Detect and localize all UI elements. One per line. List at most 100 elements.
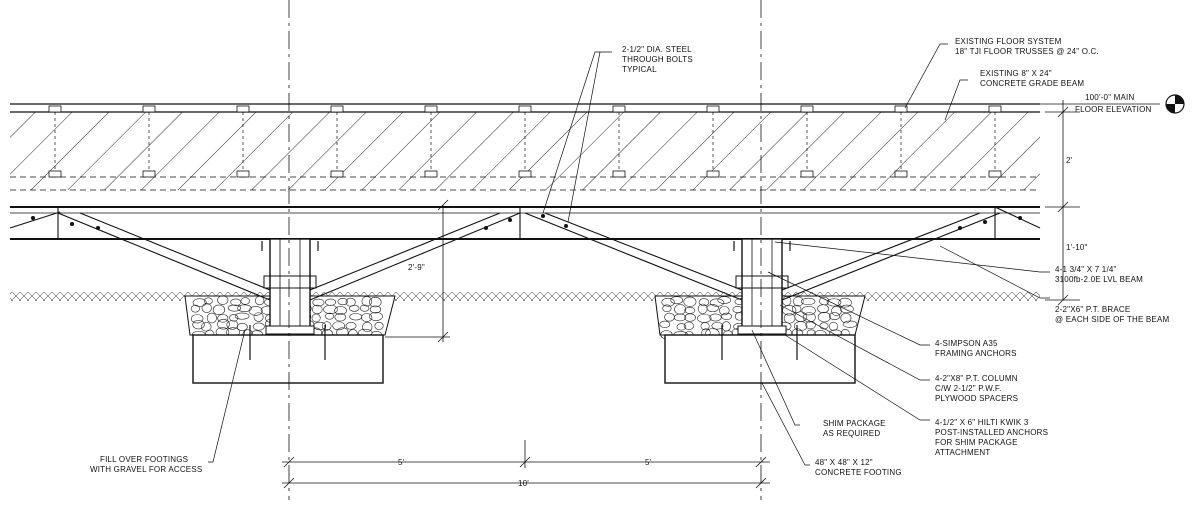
gravel-stone — [683, 321, 695, 330]
floor-truss-ties — [48, 105, 1002, 178]
gravel-stone — [248, 305, 263, 316]
svg-text:4-1/2" X 6" HILTI KWIK 3: 4-1/2" X 6" HILTI KWIK 3 — [935, 418, 1029, 427]
gravel-stone — [721, 312, 732, 320]
gravel-stone — [661, 297, 675, 307]
truss-tie-icon — [330, 105, 344, 178]
soil — [10, 292, 1040, 301]
gravel-stone — [192, 298, 207, 307]
bolts — [31, 214, 1022, 230]
gravel-stone — [337, 297, 348, 306]
svg-text:FRAMING ANCHORS: FRAMING ANCHORS — [935, 349, 1017, 358]
dim-bottom — [282, 440, 770, 489]
elevation-marker-icon — [1040, 94, 1185, 114]
note-brace: 2-2"X6" P.T. BRACE @ EACH SIDE OF THE BE… — [1055, 305, 1169, 324]
gravel-stone — [662, 304, 672, 313]
note-bolts: 2-1/2" DIA. STEEL THROUGH BOLTS TYPICAL — [622, 45, 693, 74]
gravel-stone — [683, 296, 697, 307]
gravel-stone — [676, 323, 687, 331]
gravel-stone — [332, 321, 345, 331]
svg-text:POST-INSTALLED ANCHORS: POST-INSTALLED ANCHORS — [935, 428, 1048, 437]
svg-text:4-SIMPSON A35: 4-SIMPSON A35 — [935, 339, 998, 348]
gravel-stone — [227, 304, 242, 312]
note-grade-beam: EXISTING 8" X 24" CONCRETE GRADE BEAM — [980, 69, 1084, 88]
gravel-stone — [659, 320, 671, 328]
gravel-stone — [217, 318, 230, 330]
gravel-stone — [321, 321, 332, 331]
truss-tie-icon — [518, 105, 532, 178]
gravel-stone — [217, 314, 229, 323]
gravel-stone — [717, 296, 732, 304]
gravel-stone — [237, 304, 252, 313]
truss-tie-icon — [706, 105, 720, 178]
dim-brace-height-label: 2'-9" — [408, 263, 425, 272]
gravel-stone — [794, 321, 808, 332]
gravel-stone — [323, 304, 338, 315]
svg-text:EXISTING 8" X 24": EXISTING 8" X 24" — [980, 69, 1052, 78]
svg-text:2-1/2" DIA. STEEL: 2-1/2" DIA. STEEL — [622, 45, 692, 54]
gravel-stone — [840, 312, 852, 324]
svg-text:18" TJI FLOOR TRUSSES @ 24" O.: 18" TJI FLOOR TRUSSES @ 24" O.C. — [955, 47, 1099, 56]
gravel-stone — [201, 322, 212, 332]
svg-text:2-2"X6" P.T. BRACE: 2-2"X6" P.T. BRACE — [1055, 305, 1130, 314]
dim-right — [1045, 100, 1080, 306]
gravel-stone — [334, 312, 346, 322]
svg-text:100'-0" MAIN: 100'-0" MAIN — [1085, 93, 1134, 102]
gravel-stone — [240, 297, 250, 305]
gravel-stone — [325, 298, 337, 306]
gravel-stone — [706, 304, 719, 313]
footing-left — [192, 325, 384, 384]
gravel-stone — [709, 313, 722, 322]
note-main-floor: 100'-0" MAIN FLOOR ELEVATION — [1075, 93, 1151, 114]
gravel-stone — [206, 312, 217, 324]
svg-text:TYPICAL: TYPICAL — [622, 65, 657, 74]
gravel-stone — [817, 304, 829, 314]
gravel-stone — [369, 312, 383, 321]
gravel-stone — [709, 298, 725, 307]
column-right — [733, 238, 791, 335]
truss-tie-icon — [48, 105, 62, 178]
svg-text:WITH GRAVEL FOR ACCESS: WITH GRAVEL FOR ACCESS — [90, 465, 202, 474]
truss-tie-icon — [142, 105, 156, 178]
gravel-stone — [361, 313, 373, 322]
gravel-stone — [374, 322, 384, 330]
gravel-stone — [819, 322, 829, 330]
truss-tie-icon — [800, 105, 814, 178]
gravel-stone — [800, 297, 816, 306]
gravel-stone — [192, 320, 205, 330]
svg-text:FOR SHIM PACKAGE: FOR SHIM PACKAGE — [935, 438, 1018, 447]
svg-text:EXISTING FLOOR SYSTEM: EXISTING FLOOR SYSTEM — [955, 37, 1062, 46]
gravel-stone — [217, 295, 229, 305]
gravel-stone — [700, 322, 710, 331]
gravel-stone — [362, 321, 373, 333]
gravel-stone — [719, 306, 730, 316]
gravel-stone — [673, 313, 687, 322]
gravel-stone — [793, 296, 804, 307]
truss-tie-icon — [424, 105, 438, 178]
svg-text:48" X 48" X 12": 48" X 48" X 12" — [815, 458, 873, 467]
gravel-stone — [670, 296, 684, 305]
gravel-stone — [674, 304, 687, 315]
gravel-stone — [698, 298, 710, 307]
gravel-stone — [254, 296, 265, 306]
dim-brace-height — [385, 199, 450, 343]
note-column: 4-2"X8" P.T. COLUMN C/W 2-1/2" P.W.F. PL… — [935, 374, 1018, 403]
svg-text:SHIM PACKAGE: SHIM PACKAGE — [823, 419, 886, 428]
gravel-stone — [252, 322, 265, 331]
truss-tie-icon — [612, 105, 626, 178]
svg-text:4-1 3/4" X 7 1/4": 4-1 3/4" X 7 1/4" — [1055, 265, 1117, 274]
svg-text:CONCRETE FOOTING: CONCRETE FOOTING — [815, 468, 902, 477]
gravel-stone — [190, 304, 200, 313]
gravel-stone — [311, 304, 323, 315]
truss-tie-icon — [988, 105, 1002, 178]
gravel-stone — [711, 322, 724, 330]
leaders — [208, 43, 1050, 466]
dim-beam-depth: 2' — [1066, 156, 1073, 165]
gravel-stone — [190, 314, 204, 324]
gravel-stone — [839, 304, 854, 314]
dim-span-right: 5' — [645, 458, 652, 467]
gravel-stone — [234, 312, 250, 320]
svg-text:CONCRETE GRADE BEAM: CONCRETE GRADE BEAM — [980, 79, 1084, 88]
gravel-stone — [236, 323, 248, 331]
gravel-stone — [369, 305, 382, 314]
gravel-stone — [828, 312, 841, 321]
